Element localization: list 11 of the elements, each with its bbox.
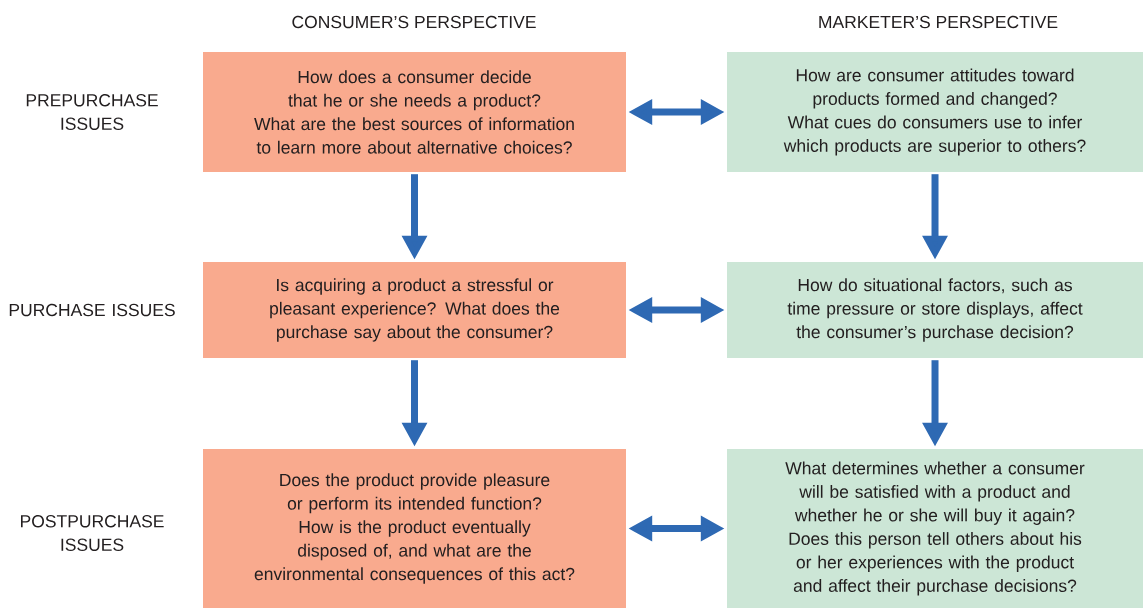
question-box: How does a consumer decide that he or she needs a product? What are the best sources of information to learn more about alternative choices?: [203, 52, 626, 172]
row-label: PREPURCHASE ISSUES: [26, 94, 158, 130]
question-box: Does the product provide pleasure or perform its intended function? How is the product eventually disposed of, and what are the environmental consequences of this act?: [203, 449, 626, 608]
question-box: How do situational factors, such as time pressure or store displays, affect the consumer’s purchase decision?: [727, 262, 1143, 358]
question-box: How are consumer attitudes toward products formed and changed? What cues do consumers use to infer which products are superior to others?: [727, 52, 1143, 172]
row-label: POSTPURCHASE ISSUES: [21, 515, 164, 551]
question-box: What determines whether a consumer will be satisfied with a product and whether he or she will buy it again? Does this person tell others about his or her experiences with the product and affect their purchase decisions?: [727, 449, 1143, 608]
column-heading: MARKETER’S PERSPECTIVE: [819, 15, 1058, 29]
column-heading: CONSUMER’S PERSPECTIVE: [292, 15, 536, 29]
question-box: Is acquiring a product a stressful or pleasant experience? What does the purchase say about the consumer?: [203, 262, 626, 358]
row-label: PURCHASE ISSUES: [9, 303, 175, 317]
